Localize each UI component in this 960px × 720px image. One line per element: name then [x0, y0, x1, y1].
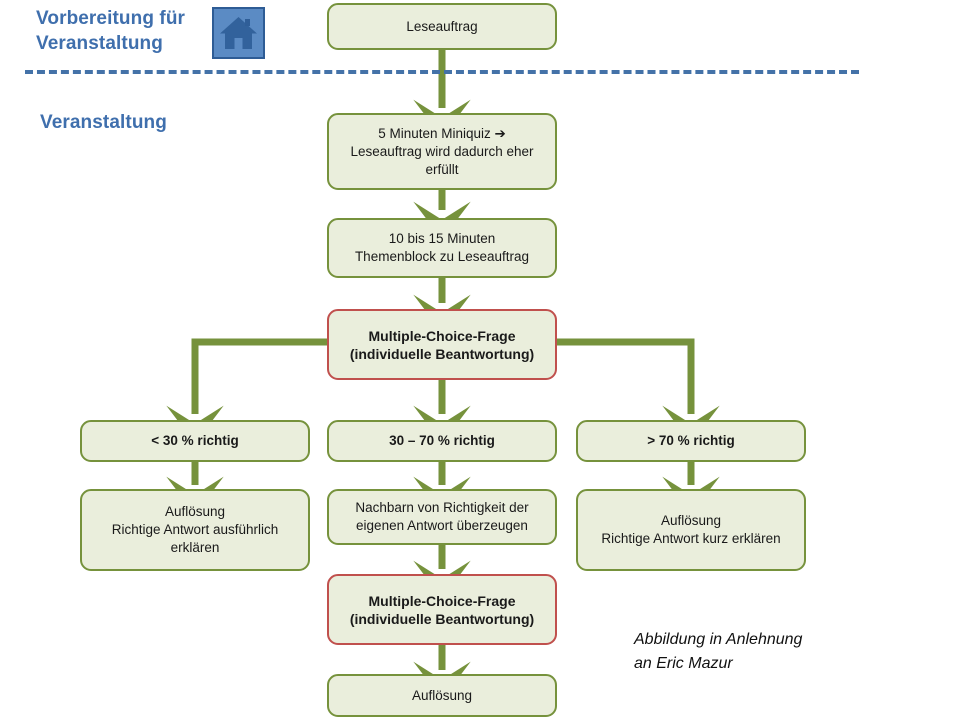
node-aufloesung-final[interactable]: Auflösung — [327, 674, 557, 717]
house-icon — [212, 7, 265, 59]
node-branch-high[interactable]: > 70 % richtig — [576, 420, 806, 462]
connector-mcfrage1-branch-high — [556, 338, 720, 444]
node-result-low[interactable]: Auflösung Richtige Antwort ausführlich e… — [80, 489, 310, 571]
node-mc-frage-1[interactable]: Multiple-Choice-Frage (individuelle Bean… — [327, 309, 557, 380]
phase-divider — [25, 70, 859, 74]
connector-mcfrage1-branch-low — [166, 338, 329, 444]
node-branch-mid[interactable]: 30 – 70 % richtig — [327, 420, 557, 462]
phase-label-event: Veranstaltung — [40, 112, 167, 133]
node-branch-low[interactable]: < 30 % richtig — [80, 420, 310, 462]
node-themenblock[interactable]: 10 bis 15 Minuten Themenblock zu Leseauf… — [327, 218, 557, 278]
node-mc-frage-2[interactable]: Multiple-Choice-Frage (individuelle Bean… — [327, 574, 557, 645]
attribution-text: Abbildung in Anlehnung an Eric Mazur — [634, 631, 803, 672]
node-result-mid[interactable]: Nachbarn von Richtigkeit der eigenen Ant… — [327, 489, 557, 545]
node-leseauftrag[interactable]: Leseauftrag — [327, 3, 557, 50]
phase-label-preparation: Vorbereitung für Veranstaltung — [36, 8, 186, 54]
node-miniquiz[interactable]: 5 Minuten Miniquiz ➔ Leseauftrag wird da… — [327, 113, 557, 190]
node-result-high[interactable]: Auflösung Richtige Antwort kurz erklären — [576, 489, 806, 571]
